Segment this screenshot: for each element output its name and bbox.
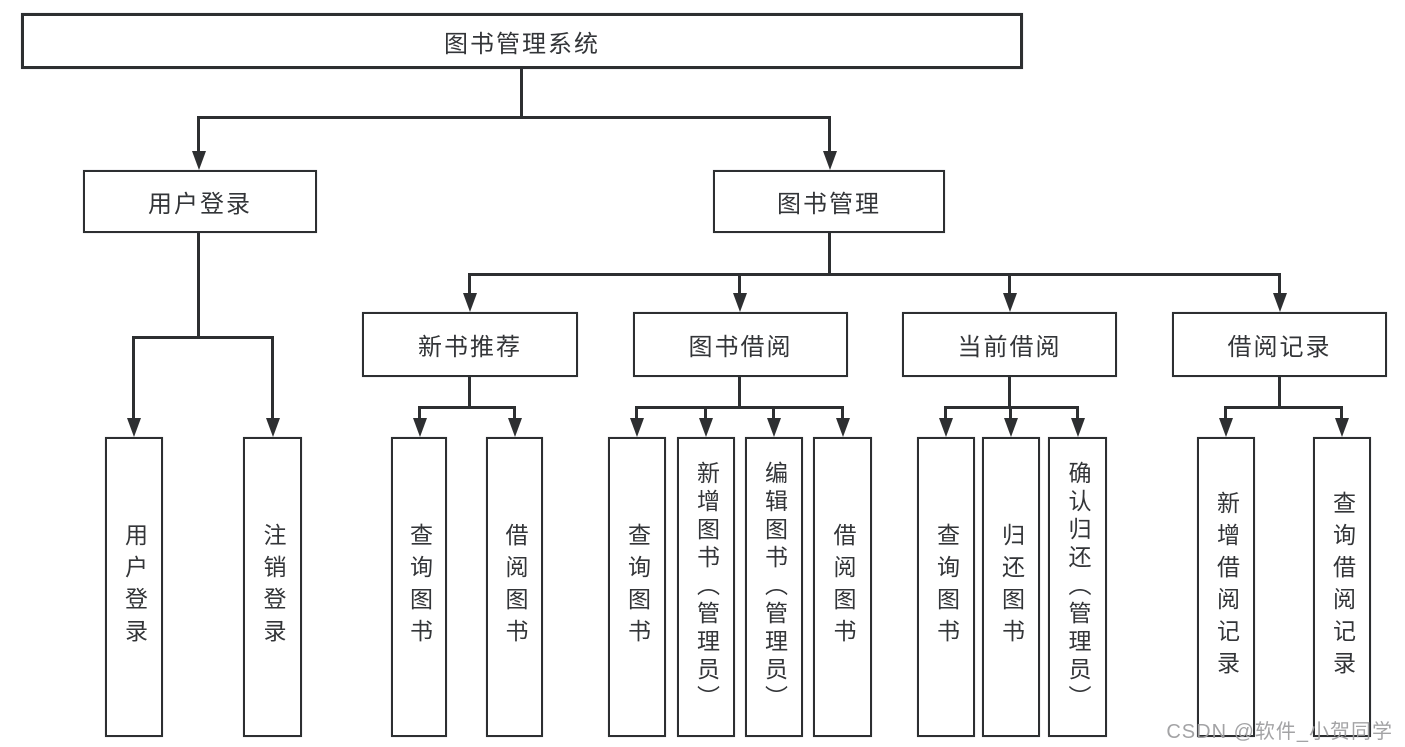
arrow-down-icon <box>823 151 837 170</box>
node-bb-query-books: 查询图书 <box>608 437 666 737</box>
node-br-add-borrow-record: 新增借阅记录 <box>1197 437 1255 737</box>
connector-drop <box>132 336 135 420</box>
node-label: 当前借阅 <box>957 334 1062 361</box>
connector-drop <box>271 336 274 420</box>
connector-book-management-stem <box>828 233 831 276</box>
connector-drop <box>828 116 831 153</box>
node-label: 图书管理 <box>777 191 881 218</box>
arrow-down-icon <box>836 418 850 437</box>
connector-drop <box>635 406 638 420</box>
connector-user-login-stem <box>197 233 200 339</box>
connector-book-borrow-bar <box>635 406 844 409</box>
node-label: 图书借阅 <box>688 334 793 361</box>
node-logout: 注销登录 <box>243 437 302 737</box>
arrow-down-icon <box>463 293 477 312</box>
connector-drop <box>418 406 421 420</box>
arrow-down-icon <box>1219 418 1233 437</box>
connector-root-stem <box>520 69 523 119</box>
connector-new-book-rec-bar <box>418 406 516 409</box>
arrow-down-icon <box>192 151 206 170</box>
connector-drop <box>944 406 947 420</box>
node-cb-return-books: 归还图书 <box>982 437 1040 737</box>
arrow-down-icon <box>1335 418 1349 437</box>
connector-drop <box>738 273 741 295</box>
arrow-down-icon <box>699 418 713 437</box>
arrow-down-icon <box>1071 418 1085 437</box>
node-bb-edit-books-admin: 编辑图书（管理员） <box>745 437 803 737</box>
node-label: 借阅记录 <box>1227 334 1332 361</box>
arrow-down-icon <box>508 418 522 437</box>
node-borrowing-records: 借阅记录 <box>1172 312 1387 377</box>
node-label: 新书推荐 <box>418 334 522 361</box>
connector-drop <box>513 406 516 420</box>
node-label: 查询图书 <box>624 523 651 651</box>
connector-drop <box>468 273 471 295</box>
node-label: 图书管理系统 <box>444 30 600 58</box>
node-label: 用户登录 <box>121 523 148 651</box>
node-cb-confirm-return-admin: 确认归还（管理员） <box>1048 437 1107 737</box>
node-label: 确认归还（管理员） <box>1065 461 1091 713</box>
node-label: 查询图书 <box>406 523 433 651</box>
arrow-down-icon <box>767 418 781 437</box>
watermark: CSDN @软件_小贺同学 <box>1166 721 1393 743</box>
arrow-down-icon <box>1003 293 1017 312</box>
node-rec-borrow-books: 借阅图书 <box>486 437 543 737</box>
node-label: 新增图书（管理员） <box>693 461 720 713</box>
node-label: 借阅图书 <box>502 523 528 651</box>
connector-level3-bar <box>468 273 1281 276</box>
connector-borrow-record-stem <box>1278 377 1281 409</box>
node-label: 借阅图书 <box>830 523 856 651</box>
node-bb-borrow-books: 借阅图书 <box>813 437 872 737</box>
node-br-query-borrow-record: 查询借阅记录 <box>1313 437 1371 737</box>
connector-drop <box>841 406 844 420</box>
connector-drop <box>1224 406 1227 420</box>
connector-drop <box>1340 406 1343 420</box>
arrow-down-icon <box>1273 293 1287 312</box>
connector-book-borrow-stem <box>738 377 741 409</box>
connector-level2-bar <box>197 116 831 119</box>
node-user-login: 用户登录 <box>83 170 317 233</box>
node-label: 查询图书 <box>933 523 960 651</box>
arrow-down-icon <box>413 418 427 437</box>
connector-drop <box>1009 406 1012 420</box>
node-rec-query-books: 查询图书 <box>391 437 447 737</box>
connector-drop <box>1278 273 1281 295</box>
connector-current-borrow-stem <box>1008 377 1011 409</box>
connector-drop <box>1076 406 1079 420</box>
connector-drop <box>704 406 707 420</box>
node-label: 编辑图书（管理员） <box>761 461 788 713</box>
node-bb-add-books-admin: 新增图书（管理员） <box>677 437 735 737</box>
node-label: 注销登录 <box>260 523 286 651</box>
connector-user-login-bar <box>132 336 274 339</box>
node-book-borrowing: 图书借阅 <box>633 312 848 377</box>
node-label: 查询借阅记录 <box>1329 491 1356 683</box>
node-label: 新增借阅记录 <box>1213 491 1240 683</box>
arrow-down-icon <box>1004 418 1018 437</box>
arrow-down-icon <box>630 418 644 437</box>
node-label: 归还图书 <box>998 523 1025 651</box>
node-cb-query-books: 查询图书 <box>917 437 975 737</box>
node-current-borrowing: 当前借阅 <box>902 312 1117 377</box>
connector-drop <box>197 116 200 153</box>
arrow-down-icon <box>127 418 141 437</box>
connector-borrow-record-bar <box>1224 406 1343 409</box>
arrow-down-icon <box>733 293 747 312</box>
node-library-management-system: 图书管理系统 <box>21 13 1023 69</box>
node-label: 用户登录 <box>148 191 252 218</box>
connector-drop <box>772 406 775 420</box>
arrow-down-icon <box>266 418 280 437</box>
node-new-book-recommendation: 新书推荐 <box>362 312 578 377</box>
connector-new-book-rec-stem <box>468 377 471 409</box>
node-book-management: 图书管理 <box>713 170 945 233</box>
node-user-login-function: 用户登录 <box>105 437 163 737</box>
arrow-down-icon <box>939 418 953 437</box>
connector-drop <box>1008 273 1011 295</box>
